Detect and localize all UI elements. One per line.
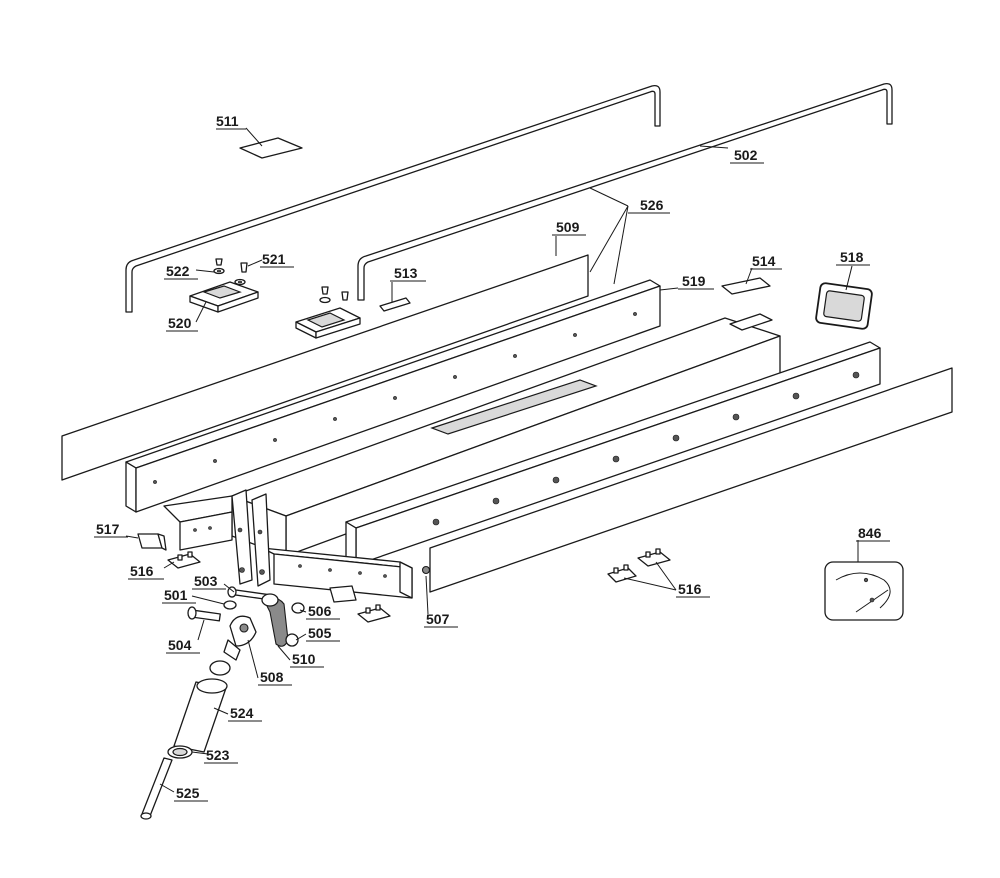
svg-text:511: 511 bbox=[216, 113, 239, 129]
callout-507: 507 bbox=[424, 611, 458, 628]
part-846-hardware-bag bbox=[824, 561, 904, 621]
callout-516-left: 516 bbox=[128, 563, 164, 580]
part-524-cylinder bbox=[173, 660, 231, 753]
svg-text:510: 510 bbox=[292, 651, 316, 667]
part-511-label-sheet bbox=[239, 137, 303, 159]
part-507-nut bbox=[421, 565, 431, 575]
svg-text:521: 521 bbox=[262, 251, 286, 267]
part-510-lever bbox=[261, 593, 289, 647]
callout-846: 846 bbox=[856, 525, 890, 542]
part-516-foot-left bbox=[167, 551, 201, 569]
svg-text:522: 522 bbox=[166, 263, 190, 279]
svg-text:524: 524 bbox=[230, 705, 254, 721]
callout-517: 517 bbox=[94, 521, 128, 538]
svg-text:517: 517 bbox=[96, 521, 120, 537]
part-525-bolt bbox=[140, 757, 173, 820]
part-517-pad bbox=[137, 533, 167, 551]
callout-525: 525 bbox=[174, 785, 208, 802]
callout-505: 505 bbox=[306, 625, 340, 642]
svg-text:501: 501 bbox=[164, 587, 188, 603]
callout-526: 526 bbox=[628, 197, 670, 214]
part-502-rail bbox=[357, 82, 893, 301]
svg-text:526: 526 bbox=[640, 197, 664, 213]
part-516-foot-right bbox=[607, 548, 671, 583]
svg-text:509: 509 bbox=[556, 219, 580, 235]
part-504-bolt bbox=[187, 606, 221, 622]
svg-text:507: 507 bbox=[426, 611, 450, 627]
callout-514: 514 bbox=[750, 253, 782, 270]
part-513-label bbox=[379, 297, 411, 312]
svg-text:846: 846 bbox=[858, 525, 882, 541]
callout-508: 508 bbox=[258, 669, 292, 686]
svg-text:523: 523 bbox=[206, 747, 230, 763]
part-523-collar bbox=[167, 745, 193, 759]
svg-text:519: 519 bbox=[682, 273, 706, 289]
part-520-bracket bbox=[189, 281, 259, 313]
callout-520: 520 bbox=[166, 315, 198, 332]
svg-text:518: 518 bbox=[840, 249, 864, 265]
callout-510: 510 bbox=[290, 651, 324, 668]
callout-521: 521 bbox=[260, 251, 294, 268]
part-506-nut bbox=[291, 602, 305, 614]
part-522-521-fasteners bbox=[213, 258, 248, 286]
part-508-clevis bbox=[223, 615, 257, 661]
callout-523: 523 bbox=[204, 747, 238, 764]
callout-513: 513 bbox=[390, 265, 426, 282]
callout-501: 501 bbox=[162, 587, 196, 604]
callout-522: 522 bbox=[164, 263, 198, 280]
pad-center bbox=[329, 585, 391, 623]
part-518-end-cap bbox=[815, 282, 873, 330]
callout-504: 504 bbox=[166, 637, 200, 654]
svg-text:516: 516 bbox=[130, 563, 154, 579]
svg-text:513: 513 bbox=[394, 265, 418, 281]
base-channel bbox=[163, 495, 413, 599]
svg-text:504: 504 bbox=[168, 637, 192, 653]
svg-text:525: 525 bbox=[176, 785, 200, 801]
callout-503: 503 bbox=[192, 573, 226, 590]
part-505-nut bbox=[285, 633, 299, 647]
front-panel-plate bbox=[429, 367, 953, 593]
svg-text:520: 520 bbox=[168, 315, 192, 331]
part-519-extrusion bbox=[125, 279, 661, 513]
callout-519: 519 bbox=[678, 273, 714, 290]
svg-text:502: 502 bbox=[734, 147, 758, 163]
callout-518: 518 bbox=[836, 249, 870, 266]
svg-text:514: 514 bbox=[752, 253, 776, 269]
svg-text:503: 503 bbox=[194, 573, 218, 589]
leader-lines bbox=[125, 127, 859, 793]
callout-524: 524 bbox=[228, 705, 262, 722]
callout-502: 502 bbox=[730, 147, 764, 164]
callout-516-right: 516 bbox=[676, 581, 710, 598]
part-514-label bbox=[721, 277, 771, 295]
callout-506: 506 bbox=[306, 603, 340, 620]
svg-text:505: 505 bbox=[308, 625, 332, 641]
svg-text:508: 508 bbox=[260, 669, 284, 685]
front-rail bbox=[345, 341, 881, 566]
svg-text:506: 506 bbox=[308, 603, 332, 619]
part-501-washer bbox=[223, 600, 237, 610]
leg-brackets bbox=[231, 489, 271, 587]
svg-text:516: 516 bbox=[678, 581, 702, 597]
rear-rail bbox=[125, 84, 661, 313]
callout-511: 511 bbox=[216, 113, 246, 130]
callout-509: 509 bbox=[552, 219, 586, 236]
bracket-2 bbox=[295, 286, 361, 339]
part-509-plate bbox=[61, 254, 589, 481]
